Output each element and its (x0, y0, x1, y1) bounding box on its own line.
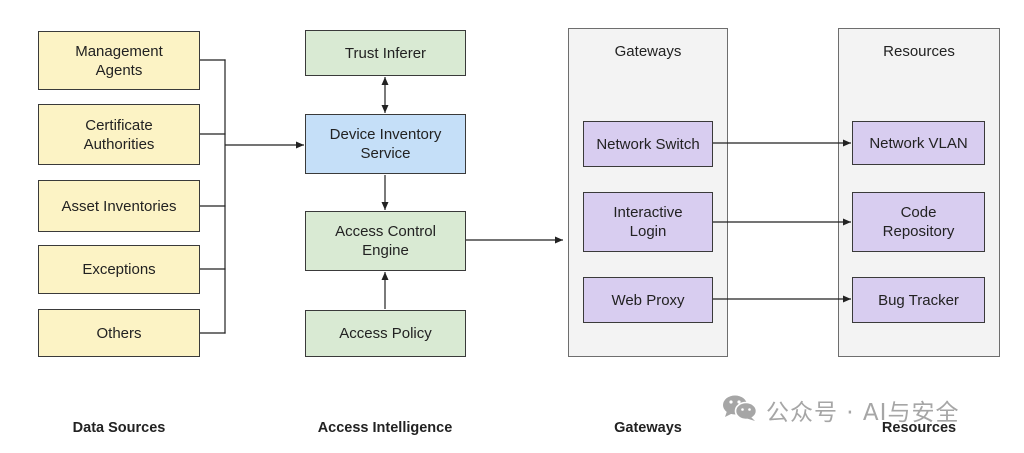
heading-gateways: Gateways (614, 420, 682, 436)
watermark: 公众号 · AI与安全 (722, 394, 959, 426)
source-others: Others (38, 309, 200, 357)
source-asset-inventories: Asset Inventories (38, 180, 200, 232)
gateway-interactive-login: Interactive Login (583, 192, 713, 252)
resources-panel-title: Resources (883, 43, 955, 60)
trust-inferer-box: Trust Inferer (305, 30, 466, 76)
resource-bug-tracker: Bug Tracker (852, 277, 985, 323)
source-exceptions: Exceptions (38, 245, 200, 294)
resource-code-repository: Code Repository (852, 192, 985, 252)
wechat-icon (722, 394, 758, 427)
access-policy-box: Access Policy (305, 310, 466, 357)
gateways-panel-title: Gateways (614, 43, 682, 60)
resource-network-vlan: Network VLAN (852, 121, 985, 165)
source-management-agents: Management Agents (38, 31, 200, 90)
heading-data-sources: Data Sources (72, 420, 166, 436)
source-certificate-authorities: Certificate Authorities (38, 104, 200, 165)
gateway-web-proxy: Web Proxy (583, 277, 713, 323)
gateway-network-switch: Network Switch (583, 121, 713, 167)
heading-resources: Resources (881, 420, 957, 436)
heading-access-intelligence: Access Intelligence (317, 420, 453, 436)
watermark-text: 公众号 · AI与安全 (766, 400, 960, 426)
access-control-engine-box: Access Control Engine (305, 211, 466, 271)
device-inventory-service-box: Device Inventory Service (305, 114, 466, 174)
